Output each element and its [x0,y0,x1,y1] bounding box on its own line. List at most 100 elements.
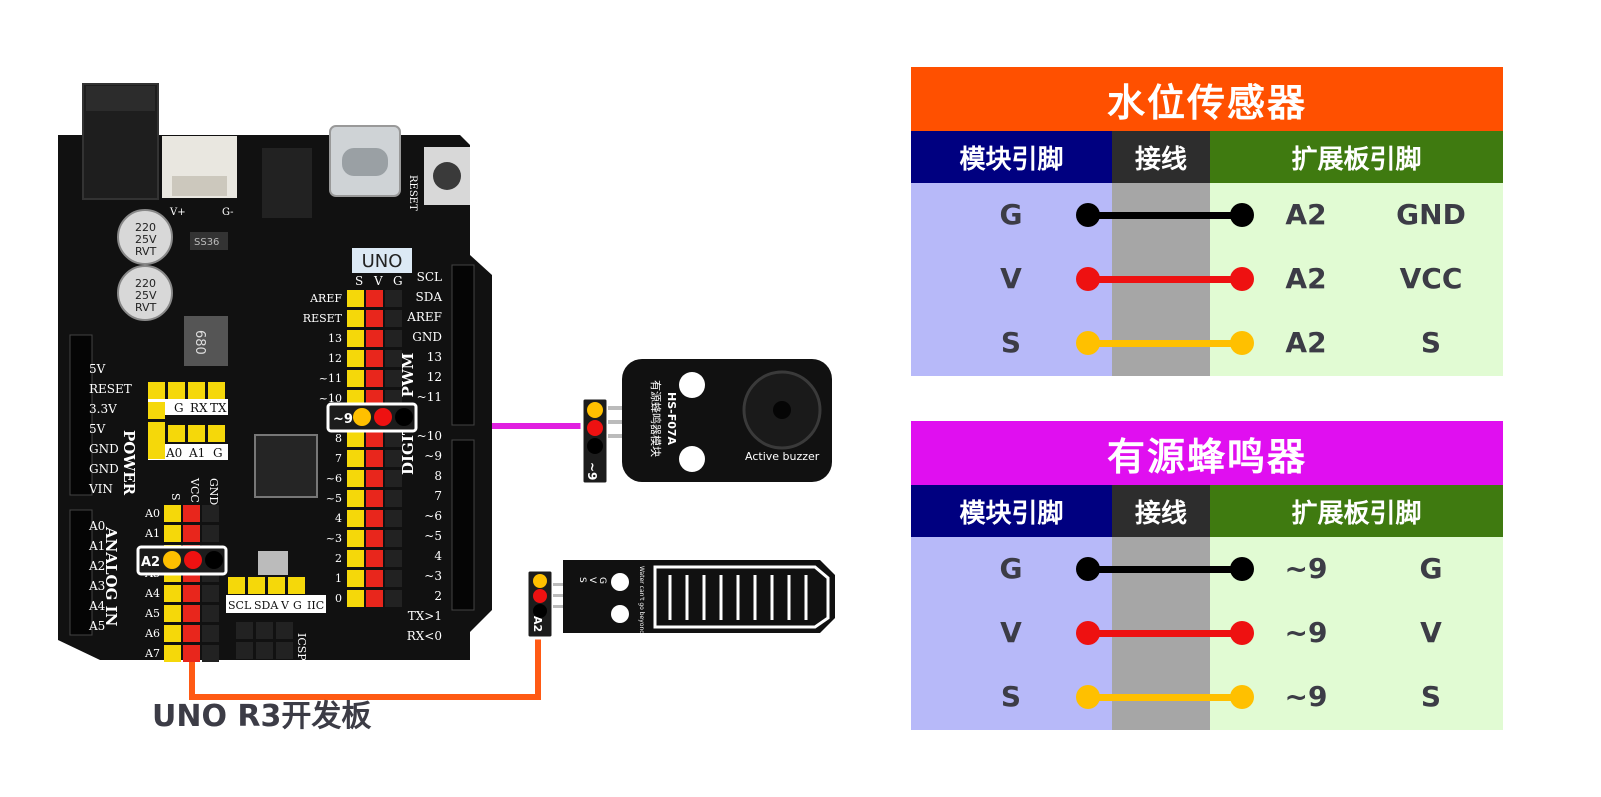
pin-signal [288,577,305,594]
power-header [69,334,93,496]
pin-vcc [183,585,200,602]
pin-signal [347,570,364,587]
pin-label: ~5 [326,492,342,505]
pin-signal [208,382,225,399]
pin-label: ~6 [326,472,342,485]
digital-header-bottom [451,439,475,611]
pin-label: GND [89,462,119,476]
pin-signal [148,382,165,399]
pin-gnd [202,505,219,522]
pin-vcc [366,310,383,327]
pin-label: ~6 [424,509,442,523]
ext-pin-function: S [1420,680,1442,713]
uno-logo: UNO [362,251,403,272]
pin-label: 12 [427,370,442,384]
pin-label: A4 [144,587,160,600]
pin-label: ~9 [424,449,442,463]
inductor [184,316,228,366]
wire-dot-left [1076,331,1100,355]
header-module-pin: 模块引脚 [911,131,1112,183]
pin-vcc [183,625,200,642]
pin-label: 5V [89,362,106,376]
pin-label: 8 [434,469,442,483]
pin-signal [347,450,364,467]
crystal [258,551,288,575]
water-pin-s: S [577,577,587,583]
pin-signal [347,310,364,327]
pin-signal [347,550,364,567]
svg-text:RX: RX [190,401,208,415]
table-row: V ~9 V [911,601,1503,665]
analog-header [69,509,93,636]
pin-vcc [366,430,383,447]
ext-pin: ~9 [1284,616,1328,649]
icsp-pin [276,642,293,659]
pin-label: 7 [434,489,442,503]
pin-label: 3.3V [89,402,117,416]
wire-dot-left [1076,621,1100,645]
wire-line [1088,340,1239,347]
module-pin: V [1000,616,1022,649]
pin-label: 13 [328,332,342,345]
usb-chip [262,148,312,218]
pin-gnd [385,330,402,347]
pin-label: 13 [427,350,442,364]
buzzer-module: ~9 HS-F07A 有源蜂鸣器模块 Active buzzer [580,359,832,486]
cap2-label-2: 25V [135,289,157,302]
capacitor-2 [117,265,173,321]
pin-vcc [183,645,200,662]
pin-label: GND [89,442,119,456]
pin-gnd [202,525,219,542]
pin-signal [268,577,285,594]
pin-signal [164,625,181,642]
wire-line [1088,630,1239,637]
digital-header-top [451,264,475,426]
svg-text:S: S [355,274,363,288]
pin-signal [148,402,165,419]
pin-gnd [202,625,219,642]
svg-text:SDA: SDA [254,599,279,612]
wire-line [1088,694,1239,701]
pin-label: A1 [88,539,105,553]
ext-pin-function: G [1419,552,1443,585]
wiring-diagram: V+ G- RESET 220 25V RVT 220 25V RVT SS36… [58,83,835,734]
inductor-label: 680 [192,330,207,355]
pin-label: ~10 [319,392,342,405]
pin-signal [164,585,181,602]
sensing-traces [653,565,830,629]
pin-gnd [385,450,402,467]
cap1-label-2: 25V [135,233,157,246]
uno-logo-box [352,248,412,273]
pin-label: GND [412,330,442,344]
pin-vcc [366,510,383,527]
header-ext-pin: 扩展板引脚 [1210,131,1503,183]
water-sensor-module: A2 S V G Water can't go beyond this line [525,560,835,660]
pin-label: ~11 [319,372,342,385]
pin-label: A7 [144,647,160,660]
pin-gnd [385,370,402,387]
pin-label: 1 [335,572,342,585]
pin-gnd [385,290,402,307]
pin-label: AREF [406,310,442,324]
pin-signal [188,382,205,399]
cap1-label-1: 220 [135,221,156,234]
cap1-label-3: RVT [135,245,157,258]
module-pin: V [1000,262,1022,295]
pin-label: ~3 [424,569,442,583]
pin-label: 2 [335,552,342,565]
svg-text:S: S [169,493,182,501]
ext-pin-function: V [1420,616,1442,649]
pin-vcc [366,490,383,507]
pin-signal [164,505,181,522]
header-wire: 接线 [1112,131,1210,183]
pin-label: 4 [434,549,442,563]
buzzer-name-cn: 有源蜂鸣器模块 [649,380,663,457]
water-module-tag: A2 [531,616,544,632]
pin-gnd [385,510,402,527]
svg-text:A0: A0 [165,446,182,460]
pin-label: A5 [144,607,160,620]
wire-dot-right [1230,267,1254,291]
svg-text:VCC: VCC [188,477,201,503]
pin-gnd [202,645,219,662]
